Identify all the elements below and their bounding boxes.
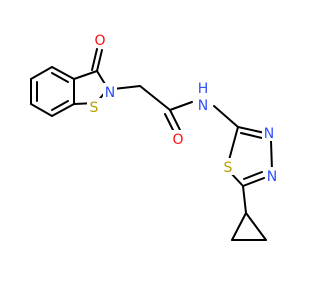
atom-s-ring: S: [90, 100, 99, 116]
bonds: [30, 48, 273, 241]
bond-n4-c5-b: [243, 171, 263, 180]
molecule-structure: O N S O H N N N S: [30, 31, 279, 241]
atom-n-thiadiazole-3: N: [264, 126, 274, 142]
bond-co-nh: [169, 101, 193, 111]
molecule-canvas: O N S O H N N N S: [30, 31, 279, 241]
atom-n-thiadiazole-4: N: [267, 169, 277, 185]
bond-ch2-co: [139, 85, 171, 111]
bond-c3-o: [96, 49, 103, 72]
bond-benz-1: [30, 66, 53, 80]
bond-s-c2: [228, 126, 239, 161]
atom-h-amide: H: [198, 81, 209, 97]
bond-n-ch2: [112, 85, 141, 90]
bond-c3-o-b: [91, 48, 98, 71]
atom-s-thiadiazole: S: [224, 160, 233, 176]
bond-n4-c5: [242, 177, 265, 187]
bond-benz-4: [51, 103, 75, 117]
bond-benz-6: [51, 66, 75, 80]
bond-cp-3: [245, 212, 267, 241]
bond-n3-n4: [270, 140, 273, 171]
bond-c2-n3: [237, 126, 266, 134]
bond-co-o: [169, 109, 182, 133]
atom-o-ketone: O: [94, 33, 105, 49]
atom-n-amide: N: [198, 98, 208, 114]
atom-o-amide: O: [172, 132, 183, 148]
bond-c3a-c3: [73, 70, 98, 80]
bond-c2-n3-b: [240, 132, 263, 139]
bond-cp-1: [231, 212, 247, 241]
bond-benz-6b: [51, 72, 69, 83]
atom-labels: O N S O H N N N S: [87, 31, 279, 185]
bond-c5-cp: [242, 185, 247, 214]
atom-n-ring: N: [105, 85, 115, 101]
bond-benz-3: [30, 103, 53, 117]
bond-nh-c2: [213, 105, 239, 128]
bond-benz-4b: [51, 100, 69, 111]
